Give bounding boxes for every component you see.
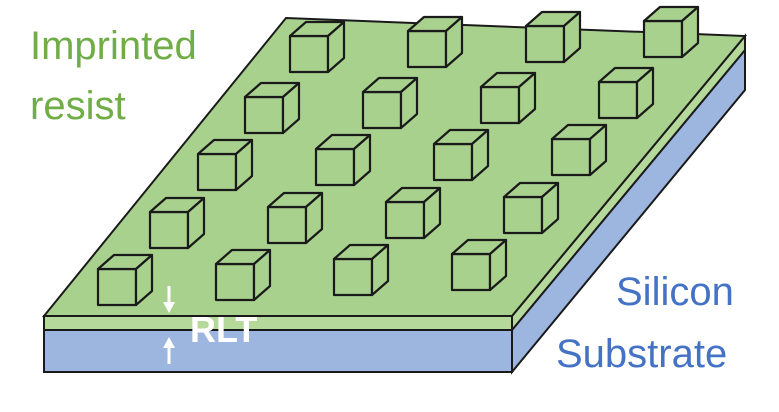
pillar-cube — [361, 76, 419, 130]
thickness-arrows — [163, 286, 175, 364]
pillar-cube — [266, 191, 324, 245]
resist-pillar-array — [96, 5, 700, 307]
pillar-cube — [406, 15, 464, 69]
pillar-cube — [332, 243, 390, 297]
pillar-cube — [214, 248, 272, 302]
resist-front-face — [43, 315, 513, 331]
resist-label-line1: Imprinted — [30, 24, 197, 68]
pillar-cube — [597, 66, 655, 120]
pillar-cube — [479, 71, 537, 125]
pillar-cube — [314, 133, 372, 187]
substrate-label-line1: Silicon — [616, 270, 734, 314]
substrate-label-line2: Substrate — [556, 332, 728, 376]
pillar-cube — [243, 81, 301, 135]
pillar-cube — [148, 196, 206, 250]
pillar-cube — [524, 10, 582, 64]
substrate-front-face — [43, 329, 513, 373]
pillar-cube — [450, 238, 508, 292]
thickness-label: RLT — [190, 309, 258, 350]
pillar-cube — [502, 181, 560, 235]
pillar-cube — [642, 5, 700, 59]
pillar-cube — [432, 128, 490, 182]
pillar-cube — [384, 186, 442, 240]
pillar-cube — [288, 20, 346, 74]
pillar-cube — [550, 123, 608, 177]
pillar-cube — [96, 253, 154, 307]
pillar-cube — [196, 138, 254, 192]
resist-top-surface — [41, 16, 748, 317]
resist-label-line2: resist — [30, 84, 126, 128]
